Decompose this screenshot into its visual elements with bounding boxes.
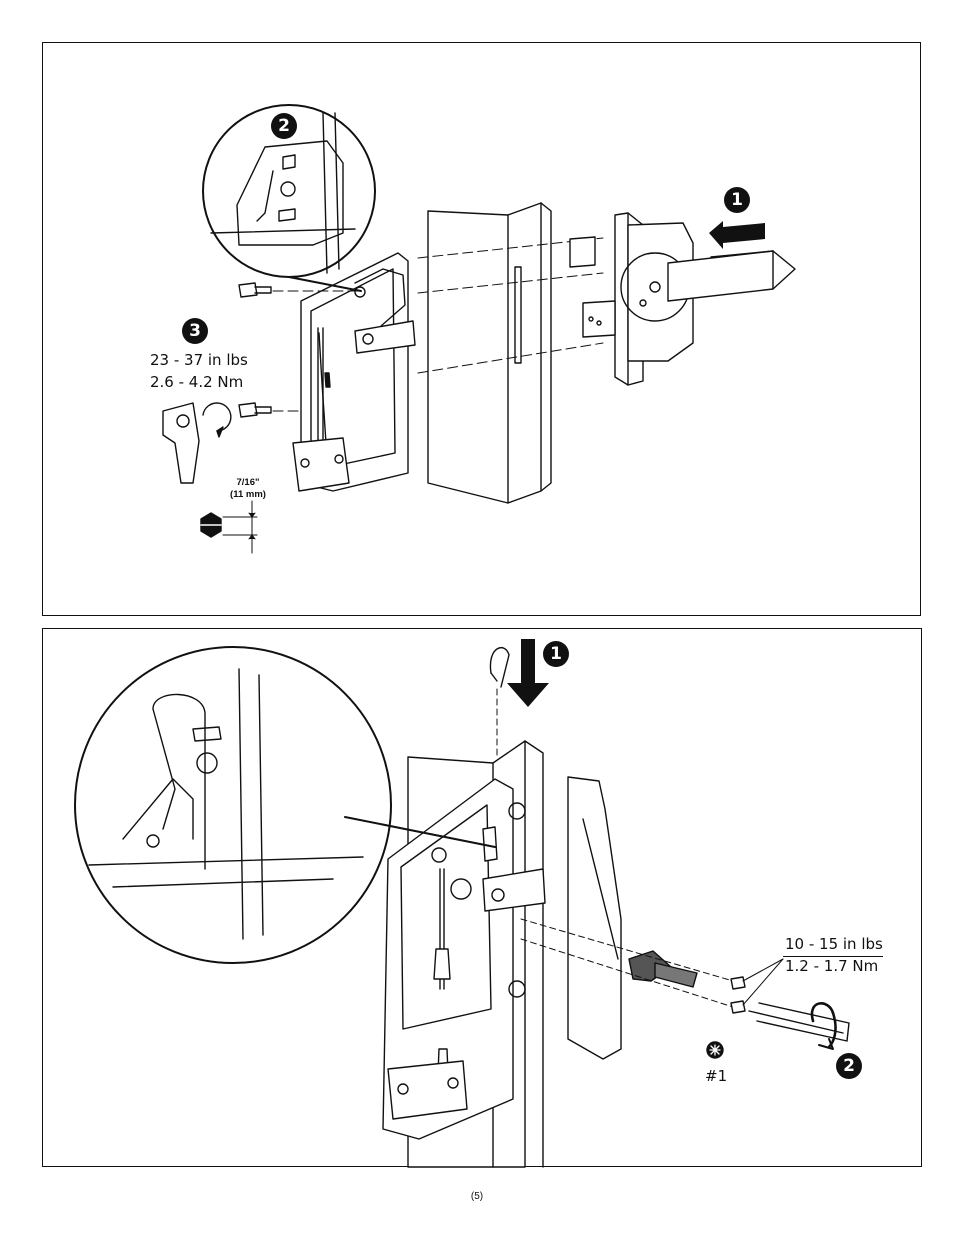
- gate-post: [427, 202, 542, 504]
- screw-upper: [730, 976, 746, 990]
- rotate-arrow-icon: [810, 1002, 837, 1050]
- bottom-instruction-panel: 1 2 10 - 15 in lbs 1.2 - 1.7 Nm #1: [42, 628, 922, 1168]
- bolt-upper: [238, 282, 272, 298]
- bottom-bracket: [387, 1060, 468, 1120]
- bottom-bracket: [292, 437, 350, 492]
- hex-socket-icon: [200, 512, 222, 538]
- bottom-illustration: [74, 639, 850, 1168]
- driver-size-label: #1: [705, 1067, 728, 1085]
- top-torque-nm: 2.6 - 4.2 Nm: [150, 373, 244, 391]
- screw-lower: [730, 1000, 746, 1014]
- dimension-mark: [222, 500, 258, 554]
- bottom-torque-in-lbs: 10 - 15 in lbs: [785, 935, 883, 953]
- top-step-badge-1: 1: [724, 187, 750, 213]
- torque-divider: [783, 956, 883, 957]
- key-part: [628, 950, 698, 988]
- latch-housing: [627, 222, 694, 362]
- top-torque-in-lbs: 23 - 37 in lbs: [150, 351, 248, 369]
- detail-zoom-circle: [74, 646, 392, 964]
- push-arrow-icon: [709, 221, 765, 249]
- cotter-pin: [489, 646, 510, 688]
- bottom-torque-nm: 1.2 - 1.7 Nm: [785, 957, 879, 975]
- phillips-screwdriver: [748, 1002, 850, 1042]
- top-step-badge-3: 3: [182, 318, 208, 344]
- bottom-step-badge-1: 1: [543, 641, 569, 667]
- phillips-driver-icon: [706, 1041, 724, 1059]
- linkage-arm: [354, 320, 416, 354]
- top-instruction-panel: 2 1 3 23 - 37 in lbs 2.6 - 4.2 Nm 7/16" …: [42, 42, 921, 616]
- bolt-lower: [238, 402, 272, 418]
- bottom-step-badge-2: 2: [836, 1053, 862, 1079]
- down-arrow-icon: [507, 639, 549, 707]
- socket-size-mm: (11 mm): [230, 489, 266, 500]
- top-step-badge-2: 2: [271, 113, 297, 139]
- top-illustration: [162, 104, 796, 554]
- page-number: (5): [470, 1191, 484, 1202]
- socket-wrench-icon: [162, 402, 232, 484]
- latch-body: [567, 776, 622, 1060]
- socket-size-in: 7/16": [236, 477, 260, 488]
